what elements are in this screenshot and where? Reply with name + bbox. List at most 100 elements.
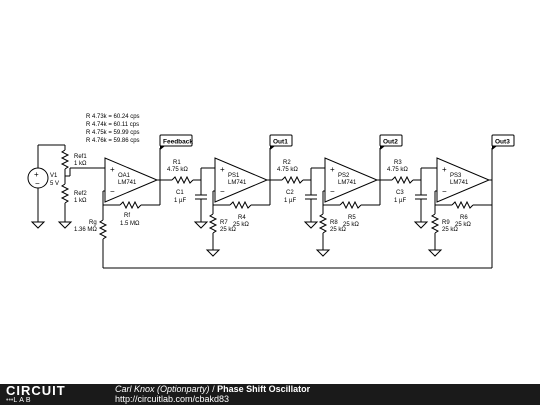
- r8-name-label: R8: [330, 220, 338, 226]
- ref1-name-label: Ref1: [74, 154, 87, 160]
- credit-separator: /: [212, 384, 215, 394]
- r1-value-label: 4.75 kΩ: [167, 167, 188, 173]
- frequency-annotation: R 4.73k = 60.24 cps R 4.74k = 60.11 cps …: [86, 114, 140, 144]
- resistor-r1[interactable]: [171, 175, 201, 185]
- resistor-r2[interactable]: [281, 175, 311, 185]
- circuit-url-link[interactable]: http://circuitlab.com/cbakd83: [115, 394, 230, 404]
- c3-name-label: C3: [396, 190, 404, 196]
- rg-name-label: Rg: [89, 220, 97, 226]
- schematic-svg: R 4.73k = 60.24 cps R 4.74k = 60.11 cps …: [27, 114, 515, 269]
- svg-text:+: +: [442, 165, 447, 174]
- logo-dots: •••: [6, 397, 14, 404]
- opamp-oa1[interactable]: + −: [104, 157, 159, 203]
- annotation-line-4: R 4.76k = 59.86 cps: [86, 138, 140, 144]
- resistor-ref1[interactable]: [60, 145, 70, 176]
- opamp-ps1[interactable]: + −: [214, 157, 269, 203]
- net-flag-out2[interactable]: Out2: [379, 134, 403, 150]
- ps1-name-label: PS1: [228, 173, 240, 179]
- resistor-ref2[interactable]: [57, 176, 73, 229]
- oa1-name-label: OA1: [118, 173, 131, 179]
- resistor-r9[interactable]: [427, 205, 443, 257]
- feedback-loop-wire: [103, 205, 493, 269]
- opamp-ps3[interactable]: + −: [436, 157, 491, 203]
- capacitor-c1[interactable]: [193, 180, 209, 229]
- c2-name-label: C2: [286, 190, 294, 196]
- svg-text:−: −: [35, 179, 40, 188]
- svg-text:+: +: [34, 170, 39, 179]
- r9-value-label: 25 kΩ: [442, 227, 458, 233]
- credit-line: Carl Knox (Optionparty) / Phase Shift Os…: [115, 384, 310, 394]
- svg-text:−: −: [330, 187, 335, 196]
- circuitlab-logo[interactable]: CIRCUIT •••LAB: [6, 383, 66, 405]
- annotation-line-3: R 4.75k = 59.99 cps: [86, 130, 140, 136]
- r7-name-label: R7: [220, 220, 228, 226]
- svg-text:−: −: [220, 187, 225, 196]
- rf-value-label: 1.5 MΩ: [120, 221, 140, 227]
- annotation-line-1: R 4.73k = 60.24 cps: [86, 114, 140, 120]
- ps3-part-label: LM741: [450, 180, 469, 186]
- resistor-r5[interactable]: [339, 180, 381, 210]
- r8-value-label: 25 kΩ: [330, 227, 346, 233]
- capacitor-c3[interactable]: [413, 180, 429, 229]
- ps3-name-label: PS3: [450, 173, 462, 179]
- r6-value-label: 25 kΩ: [455, 222, 471, 228]
- logo-bottom-text: LAB: [13, 397, 33, 404]
- circuit-title: Phase Shift Oscillator: [217, 384, 311, 394]
- author-name: Carl Knox (Optionparty): [115, 384, 210, 394]
- net-flag-out3[interactable]: Out3: [491, 134, 515, 150]
- schematic-canvas: R 4.73k = 60.24 cps R 4.74k = 60.11 cps …: [27, 114, 515, 269]
- r2-value-label: 4.75 kΩ: [277, 167, 298, 173]
- capacitor-c2[interactable]: [303, 180, 319, 229]
- resistor-rf[interactable]: [119, 180, 161, 210]
- net-flag-feedback[interactable]: Feedback: [159, 134, 193, 150]
- v1-name-label: V1: [50, 173, 58, 179]
- v1-value-label: 5 V: [50, 181, 59, 187]
- c1-value-label: 1 µF: [174, 198, 186, 204]
- opamp-ps2[interactable]: + −: [324, 157, 379, 203]
- net-flag-out1[interactable]: Out1: [269, 134, 293, 150]
- out2-flag-label: Out2: [383, 139, 398, 146]
- r9-name-label: R9: [442, 220, 450, 226]
- r1-name-label: R1: [173, 160, 181, 166]
- c1-name-label: C1: [176, 190, 184, 196]
- ps2-part-label: LM741: [338, 180, 357, 186]
- r7-value-label: 25 kΩ: [220, 227, 236, 233]
- c3-value-label: 1 µF: [394, 198, 406, 204]
- c2-value-label: 1 µF: [284, 198, 296, 204]
- oa1-part-label: LM741: [118, 180, 137, 186]
- resistor-r4[interactable]: [229, 180, 271, 210]
- logo-bottom-row: •••LAB: [6, 397, 66, 405]
- resistor-r6[interactable]: [451, 180, 493, 210]
- r5-name-label: R5: [348, 215, 356, 221]
- r2-name-label: R2: [283, 160, 291, 166]
- rg-value-label: 1.36 MΩ: [74, 227, 97, 233]
- ps1-part-label: LM741: [228, 180, 247, 186]
- resistor-r7[interactable]: [205, 205, 221, 257]
- svg-text:+: +: [330, 165, 335, 174]
- out3-flag-label: Out3: [495, 139, 510, 146]
- voltage-source-v1[interactable]: + −: [27, 145, 49, 229]
- ref2-value-label: 1 kΩ: [74, 198, 87, 204]
- logo-top-text: CIRCUIT: [6, 383, 66, 398]
- resistor-r3[interactable]: [391, 175, 421, 185]
- svg-text:−: −: [442, 187, 447, 196]
- feedback-flag-label: Feedback: [163, 139, 193, 146]
- r4-name-label: R4: [238, 215, 246, 221]
- svg-text:+: +: [110, 165, 115, 174]
- r3-name-label: R3: [394, 160, 402, 166]
- annotation-line-2: R 4.74k = 60.11 cps: [86, 122, 139, 128]
- r5-value-label: 25 kΩ: [343, 222, 359, 228]
- r4-value-label: 25 kΩ: [233, 222, 249, 228]
- footer-bar: CIRCUIT •••LAB Carl Knox (Optionparty) /…: [0, 384, 540, 405]
- r6-name-label: R6: [460, 215, 468, 221]
- resistor-r8[interactable]: [315, 205, 331, 257]
- ref2-name-label: Ref2: [74, 191, 87, 197]
- svg-text:−: −: [110, 187, 115, 196]
- ps2-name-label: PS2: [338, 173, 350, 179]
- rf-name-label: Rf: [124, 213, 130, 219]
- resistor-rg[interactable]: [98, 205, 108, 268]
- svg-text:+: +: [220, 165, 225, 174]
- ref1-value-label: 1 kΩ: [74, 161, 87, 167]
- r3-value-label: 4.75 kΩ: [387, 167, 408, 173]
- out1-flag-label: Out1: [273, 139, 288, 146]
